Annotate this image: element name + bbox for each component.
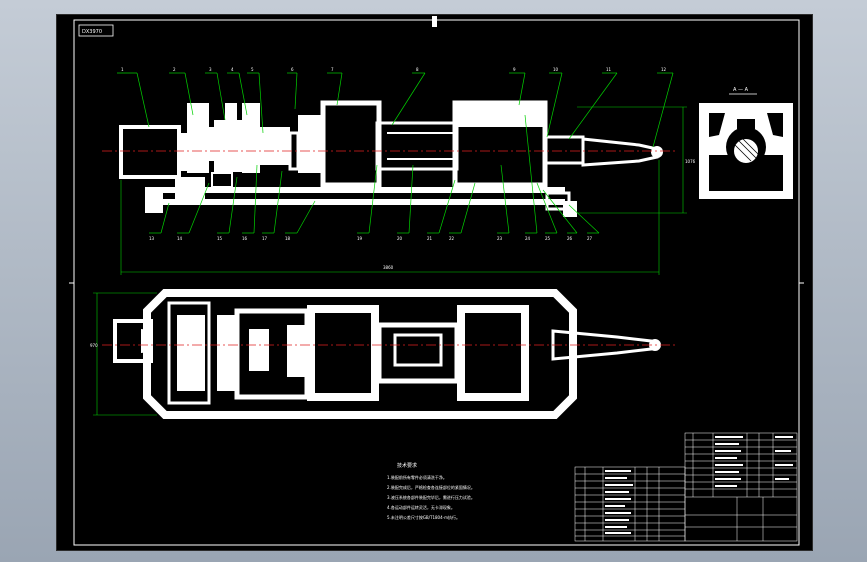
- svg-text:12: 12: [661, 67, 667, 72]
- dim-width: 970: [90, 343, 98, 348]
- note-5: 5.未注明公差尺寸按GB/T1804-m执行。: [387, 514, 460, 520]
- dimensions-front: [120, 106, 687, 275]
- leader-lines-bottom: [149, 114, 600, 234]
- svg-text:27: 27: [587, 236, 593, 241]
- dim-overall-length: 3860: [383, 265, 394, 270]
- svg-text:5: 5: [251, 67, 254, 72]
- note-3: 3.液压系统各部件装配完毕后，需进行压力试验。: [387, 494, 475, 500]
- svg-text:26: 26: [567, 236, 573, 241]
- callouts-top: 1 2 3 4 5 6 7 8 9 10 11 12: [121, 67, 667, 72]
- code-box: [78, 24, 114, 37]
- code-box-text: DX3970: [82, 29, 102, 35]
- svg-text:20: 20: [397, 236, 403, 241]
- svg-text:22: 22: [449, 236, 455, 241]
- cad-drawing: DX3970: [69, 16, 804, 546]
- svg-text:3: 3: [209, 67, 212, 72]
- note-4: 4.各运动部件运转灵活，无卡滞现象。: [387, 504, 455, 510]
- svg-text:18: 18: [285, 236, 291, 241]
- notes-title: 技术要求: [397, 462, 417, 469]
- svg-text:23: 23: [497, 236, 503, 241]
- inner-border: [73, 19, 800, 546]
- svg-text:10: 10: [553, 67, 559, 72]
- svg-text:1: 1: [121, 67, 124, 72]
- parts-list-text-marks: [605, 436, 793, 534]
- svg-text:7: 7: [331, 67, 334, 72]
- svg-text:19: 19: [357, 236, 363, 241]
- svg-text:9: 9: [513, 67, 516, 72]
- center-mark-top: [432, 16, 437, 27]
- svg-text:11: 11: [606, 67, 612, 72]
- svg-text:25: 25: [545, 236, 551, 241]
- svg-text:6: 6: [291, 67, 294, 72]
- svg-text:13: 13: [149, 236, 155, 241]
- svg-text:21: 21: [427, 236, 433, 241]
- front-view: [119, 100, 663, 217]
- plan-view: [113, 289, 661, 419]
- svg-text:4: 4: [231, 67, 234, 72]
- svg-text:14: 14: [177, 236, 183, 241]
- svg-text:17: 17: [262, 236, 268, 241]
- note-2: 2.装配完成后，严格检查各连接部位的紧固情况。: [387, 484, 475, 490]
- parts-list-right: [684, 432, 798, 542]
- dim-height: 1076: [685, 159, 696, 164]
- svg-text:15: 15: [217, 236, 223, 241]
- drawing-sheet[interactable]: DX3970: [56, 14, 813, 551]
- leader-lines-top: [117, 72, 674, 148]
- parts-list-left: [574, 466, 686, 542]
- section-view: A — A: [699, 87, 793, 199]
- svg-text:2: 2: [173, 67, 176, 72]
- dimensions-plan: [93, 292, 157, 416]
- section-label: A — A: [733, 87, 749, 93]
- note-1: 1.装配前所有零件必须清洗干净。: [387, 474, 447, 480]
- callouts-bottom: 13 14 15 16 17 18 19 20 21 22 23 24 25 2…: [149, 236, 593, 241]
- technical-notes: 技术要求 1.装配前所有零件必须清洗干净。 2.装配完成后，严格检查各连接部位的…: [387, 462, 475, 520]
- svg-text:8: 8: [416, 67, 419, 72]
- svg-text:16: 16: [242, 236, 248, 241]
- svg-text:24: 24: [525, 236, 531, 241]
